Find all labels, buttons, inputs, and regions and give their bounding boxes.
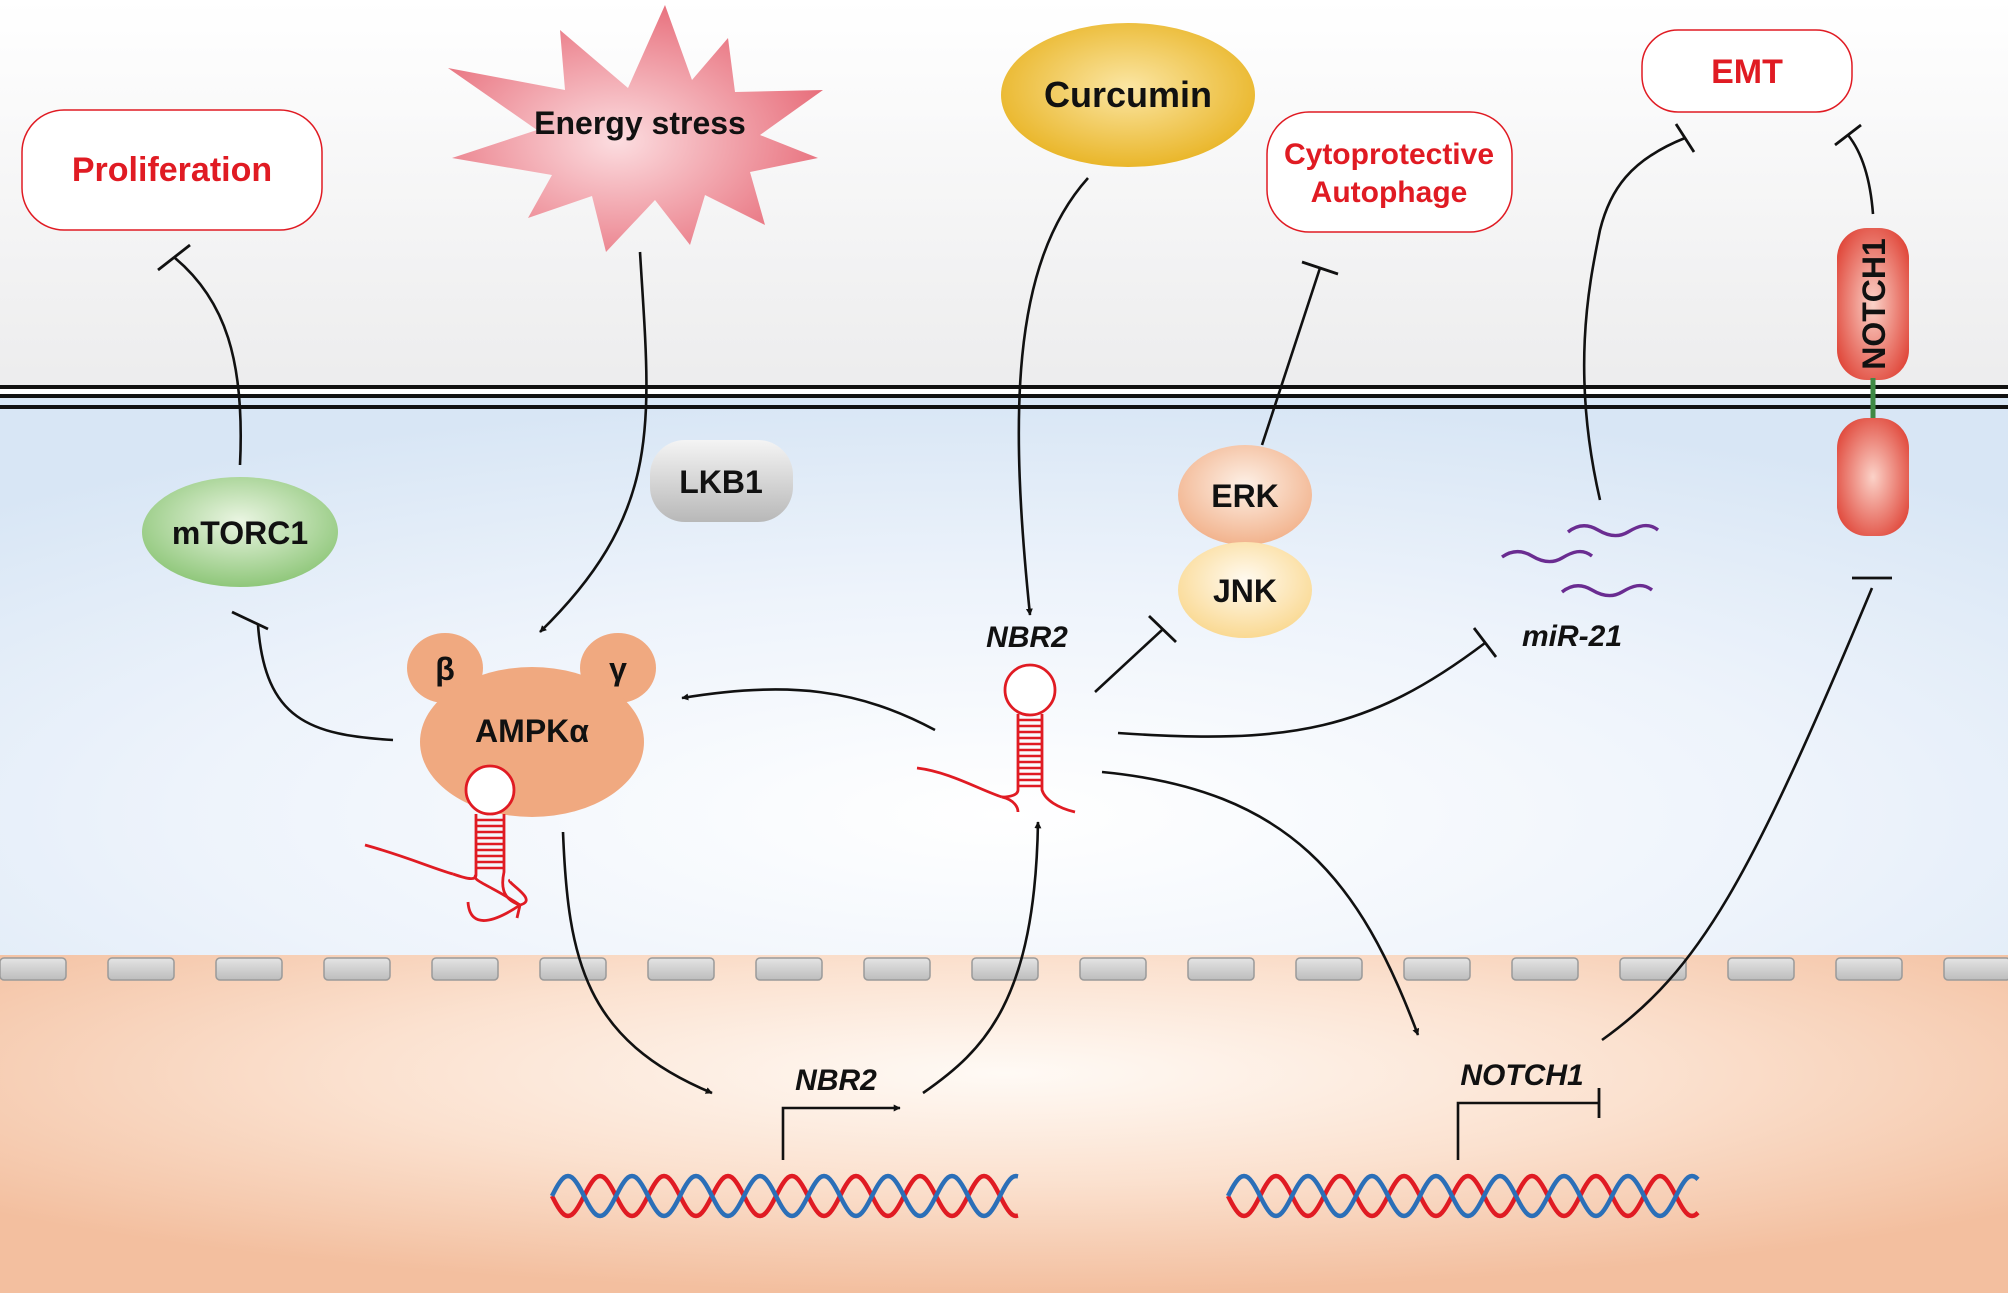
nbr2-to-ampk-arrow — [681, 688, 936, 732]
nbr2-gene-label: NBR2 — [795, 1064, 877, 1097]
nbr2-rna-label: NBR2 — [986, 621, 1068, 654]
dna-helix-icon — [549, 1173, 1019, 1219]
nbr2-to-notch1-gene-arrow — [1101, 770, 1420, 1036]
plasma-membrane — [0, 385, 2008, 409]
nuclear-pore-segment — [1295, 957, 1363, 981]
proliferation-label: Proliferation — [72, 151, 272, 189]
cytoplasm — [0, 395, 2008, 955]
ampk-complex: β γ AMPKα — [407, 633, 656, 817]
jnk-label: JNK — [1213, 573, 1277, 609]
erk-label: ERK — [1211, 478, 1279, 514]
mtorc1-node: mTORC1 — [142, 477, 338, 587]
curcumin-to-nbr2-arrow — [1017, 177, 1089, 616]
energy-stress-label: Energy stress — [534, 105, 746, 141]
nuclear-pore-segment — [323, 957, 391, 981]
emt-box: EMT — [1641, 29, 1853, 113]
mtorc1-inhibits-proliferation — [174, 257, 242, 466]
nuclear-pore-segment — [0, 957, 67, 981]
nucleus — [0, 955, 2008, 1293]
nuclear-envelope — [0, 957, 2008, 981]
ampk-beta-label: β — [435, 651, 455, 687]
nuclear-pore-segment — [1187, 957, 1255, 981]
nuclear-pore-segment — [1403, 957, 1471, 981]
erk-node: ERK — [1178, 445, 1312, 545]
mirna-strand-icon — [1501, 523, 1660, 598]
inhibition-lines — [157, 123, 1892, 1042]
jnk-node: JNK — [1178, 542, 1312, 638]
nuclear-pore-segment — [971, 957, 1039, 981]
nuclear-pore-segment — [107, 957, 175, 981]
nuclear-pore-segment — [1943, 957, 2008, 981]
mir21-label: miR-21 — [1522, 620, 1622, 653]
notch1-receptor-label: NOTCH1 — [1856, 238, 1892, 370]
transcription-block-icon — [1456, 1088, 1601, 1160]
ampk-alpha-label: AMPKα — [475, 713, 589, 749]
nbr2-inhibits-erk-jnk — [1094, 629, 1163, 693]
mir21-inhibits-emt — [1582, 136, 1686, 501]
transcription-start-arrow-icon — [781, 1104, 901, 1160]
nuclear-pore-segment — [647, 957, 715, 981]
nuclear-pore-segment — [539, 957, 607, 981]
stress-to-ampk-arrow — [539, 251, 648, 633]
proliferation-box: Proliferation — [21, 109, 323, 231]
nbr2-inhibits-mir21 — [1117, 641, 1486, 738]
curcumin-node: Curcumin — [1001, 23, 1255, 167]
ampk-inhibits-mtorc1 — [256, 624, 394, 742]
autophage-label-line1: Cytoprotective — [1284, 138, 1494, 171]
rna-hairpin-icon — [364, 764, 528, 922]
ampk-to-nbr2-gene-arrow — [561, 831, 713, 1095]
nuclear-pore-segment — [1835, 957, 1903, 981]
nuclear-pore-segment — [1727, 957, 1795, 981]
lkb1-label: LKB1 — [679, 464, 763, 500]
ampk-gamma-label: γ — [609, 651, 627, 687]
notch1-gene-inhibits-receptor — [1601, 587, 1874, 1042]
nuclear-pore-segment — [755, 957, 823, 981]
emt-label: EMT — [1711, 53, 1783, 91]
curcumin-label: Curcumin — [1044, 74, 1212, 115]
lkb1-node: LKB1 — [650, 440, 793, 522]
nuclear-pore-segment — [1079, 957, 1147, 981]
rna-hairpin-icon — [916, 663, 1076, 814]
autophage-label-line2: Autophage — [1311, 176, 1468, 209]
erk-inhibits-autophage — [1260, 267, 1322, 446]
cytoprotective-autophage-box: Cytoprotective Autophage — [1266, 111, 1513, 233]
nuclear-pore-segment — [431, 957, 499, 981]
nuclear-pore-segment — [1511, 957, 1579, 981]
activation-arrows — [539, 177, 1420, 1095]
nuclear-pore-segment — [215, 957, 283, 981]
notch1-gene-label: NOTCH1 — [1460, 1059, 1583, 1092]
nuclear-pore-segment — [1619, 957, 1687, 981]
notch1-receptor-inhibits-emt — [1846, 134, 1875, 215]
nbr2-gene-to-rna-arrow — [922, 821, 1042, 1095]
mtorc1-label: mTORC1 — [172, 515, 308, 551]
notch1-receptor: NOTCH1 — [1837, 228, 1909, 536]
dna-helix-icon — [1225, 1173, 1700, 1219]
energy-stress-burst: Energy stress — [448, 5, 823, 252]
nuclear-pore-segment — [863, 957, 931, 981]
